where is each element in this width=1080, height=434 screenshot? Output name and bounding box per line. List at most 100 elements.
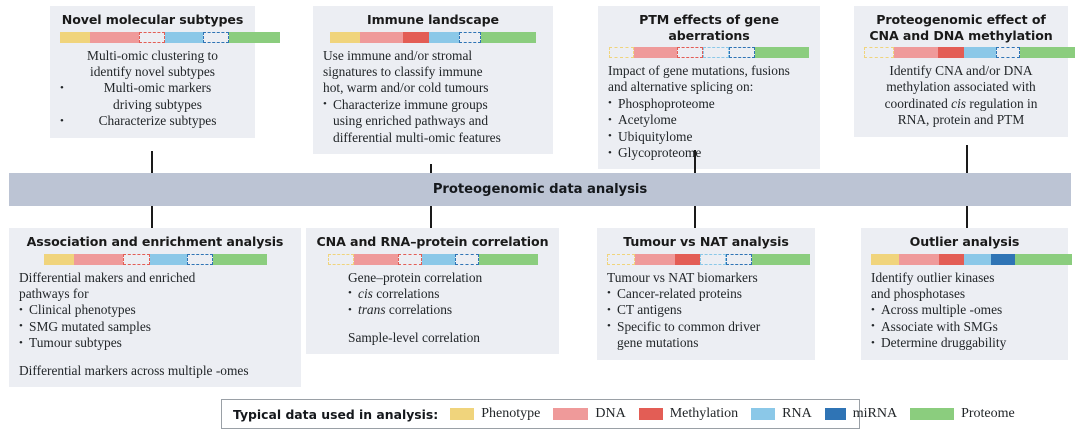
- bullet-list: Clinical phenotypesSMG mutated samplesTu…: [19, 302, 291, 352]
- legend-label: miRNA: [852, 406, 898, 421]
- body-line: hot, warm and/or cold tumours: [323, 80, 489, 96]
- card-title: Proteogenomic effect of CNA and DNA meth…: [869, 12, 1053, 43]
- legend-item-mirna: miRNA: [824, 406, 898, 422]
- body-line: Differential markers across multiple -om…: [19, 362, 249, 378]
- bullet-list: Across multiple -omesAssociate with SMGs…: [871, 302, 1058, 352]
- card-body: Gene–protein correlationcis correlations…: [316, 270, 549, 347]
- omics-segment-methylation: [403, 31, 429, 43]
- card-cna-rna-protein-correlation: CNA and RNA–protein correlation Gene–pro…: [306, 228, 559, 355]
- omics-segment-mirna: [454, 253, 479, 265]
- card-title: Tumour vs NAT analysis: [623, 234, 789, 249]
- omics-segment-dna: [73, 253, 123, 265]
- body-line: methylation associated with: [886, 79, 1036, 95]
- bullet-item: Characterize subtypes: [60, 113, 245, 130]
- omics-strip: [327, 253, 538, 265]
- body-line: RNA, protein and PTM: [897, 112, 1025, 128]
- card-body: Tumour vs NAT biomarkersCancer-related p…: [607, 270, 805, 352]
- omics-strip: [330, 31, 536, 43]
- bullet-item: Clinical phenotypes: [19, 302, 291, 319]
- legend-swatch-proteome: [910, 408, 955, 420]
- omics-segment-mirna: [991, 253, 1015, 265]
- card-title: CNA and RNA–protein correlation: [316, 234, 549, 249]
- bullet-item: Phosphoproteome: [608, 95, 810, 112]
- bullet-item: Glycoproteome: [608, 145, 810, 162]
- legend-label: Phenotype: [481, 406, 541, 421]
- omics-strip: [871, 253, 1072, 265]
- card-title: PTM effects of gene aberrations: [639, 12, 779, 43]
- body-line: Identify outlier kinases: [871, 269, 995, 285]
- legend-item-phenotype: Phenotype: [450, 406, 540, 422]
- omics-strip: [607, 253, 810, 265]
- bullet-continuation: differential multi-omic features: [333, 129, 501, 145]
- proteogenomic-analysis-band: Proteogenomic data analysis: [9, 173, 1071, 206]
- legend-title: Typical data used in analysis:: [233, 406, 439, 422]
- legend-swatch-rna: [751, 408, 776, 420]
- omics-segment-phenotype: [60, 31, 90, 43]
- bullet-item: Acetylome: [608, 112, 810, 129]
- omics-segment-dna: [634, 47, 677, 58]
- body-line: Sample-level correlation: [348, 329, 480, 345]
- card-title: Outlier analysis: [909, 234, 1020, 249]
- connector-line: [694, 150, 696, 173]
- omics-strip: [864, 47, 1075, 58]
- legend: Typical data used in analysis: Phenotype…: [221, 399, 1015, 429]
- legend-label: Proteome: [961, 406, 1015, 421]
- legend-swatch-methylation: [638, 408, 663, 420]
- omics-segment-mirna: [729, 47, 755, 58]
- bullet-item: Determine druggability: [871, 335, 1058, 352]
- omics-segment-proteome: [212, 253, 267, 265]
- omics-strip: [60, 31, 280, 43]
- card-tumour-vs-nat: Tumour vs NAT analysis Tumour vs NAT bio…: [597, 228, 815, 360]
- omics-segment-mirna: [726, 253, 752, 265]
- legend-label: DNA: [595, 406, 626, 421]
- legend-swatch-mirna: [824, 408, 846, 420]
- omics-segment-proteome: [1015, 253, 1072, 265]
- omics-segment-phenotype: [864, 47, 894, 58]
- bullet-item: Across multiple -omes: [871, 302, 1058, 319]
- omics-segment-methylation: [122, 253, 150, 265]
- omics-segment-proteome: [752, 253, 810, 265]
- omics-segment-methylation: [675, 253, 700, 265]
- body-line: Tumour vs NAT biomarkers: [607, 269, 758, 285]
- body-line: Impact of gene mutations, fusions: [608, 63, 790, 78]
- omics-segment-phenotype: [609, 47, 634, 58]
- omics-segment-dna: [353, 253, 398, 265]
- card-immune-landscape: Immune landscape Use immune and/or strom…: [313, 6, 553, 154]
- legend-item-dna: DNA: [553, 406, 626, 422]
- omics-segment-dna: [899, 253, 939, 265]
- body-line: and phosphotases: [871, 285, 966, 301]
- card-novel-molecular-subtypes: Novel molecular subtypes Multi-omic clus…: [50, 6, 280, 138]
- omics-segment-proteome: [481, 31, 536, 43]
- connector-line: [966, 206, 968, 228]
- connector-line: [966, 145, 968, 173]
- card-title: Association and enrichment analysis: [26, 234, 284, 249]
- omics-segment-dna: [360, 31, 403, 43]
- bullet-continuation: gene mutations: [617, 335, 699, 351]
- bullet-item: SMG mutated samples: [19, 318, 291, 335]
- bullet-item: Associate with SMGs: [871, 318, 1058, 335]
- body-line: and alternative splicing on:: [608, 79, 754, 95]
- bullet-list: cis correlationstrans correlations: [348, 285, 549, 319]
- omics-segment-rna: [703, 47, 729, 58]
- omics-segment-proteome: [229, 31, 280, 43]
- body-line: signatures to classify immune: [323, 63, 483, 79]
- omics-segment-methylation: [139, 31, 165, 43]
- bullet-list: PhosphoproteomeAcetylomeUbiquitylomeGlyc…: [608, 95, 810, 162]
- legend-swatch-phenotype: [450, 408, 475, 420]
- omics-segment-dna: [90, 31, 139, 43]
- body-line: Use immune and/or stromal: [323, 47, 473, 63]
- bullet-item: cis correlations: [348, 285, 549, 302]
- omics-segment-proteome: [1020, 47, 1075, 58]
- omics-segment-phenotype: [330, 31, 360, 43]
- omics-segment-methylation: [939, 253, 964, 265]
- legend-label: Methylation: [669, 406, 739, 421]
- card-title: Immune landscape: [367, 12, 499, 27]
- omics-segment-mirna: [203, 31, 229, 43]
- omics-strip: [609, 47, 809, 58]
